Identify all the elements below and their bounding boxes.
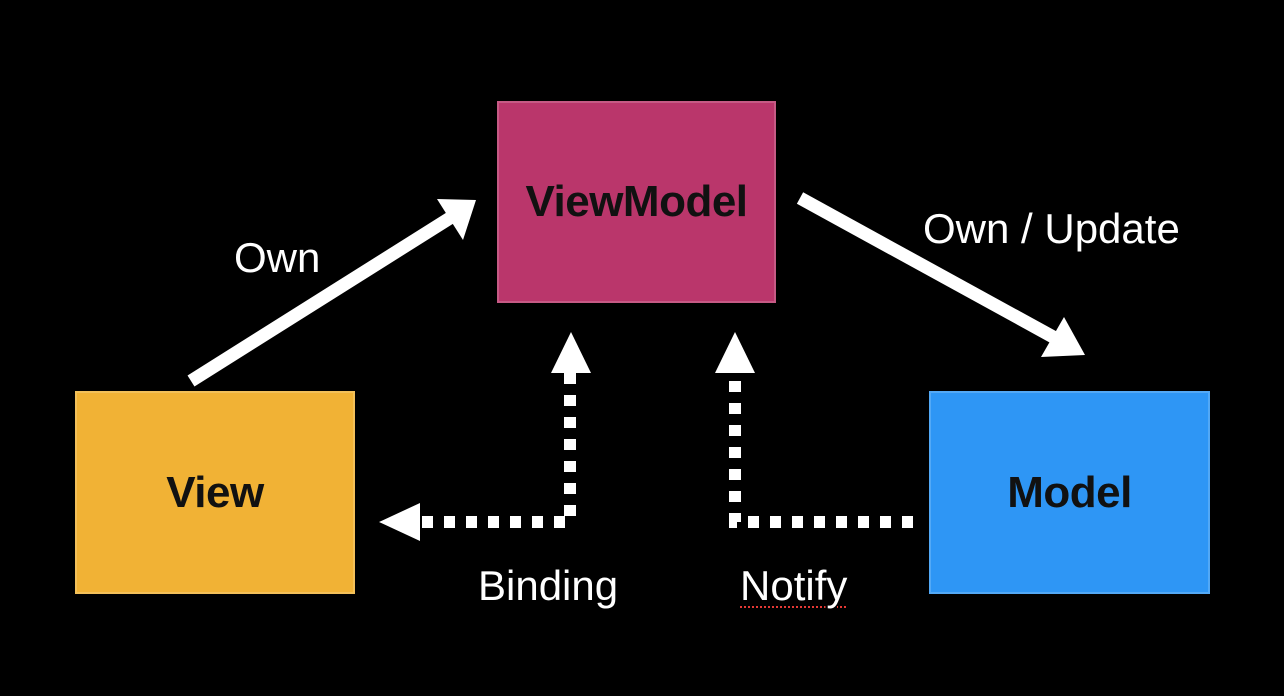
- own-arrow: [187, 199, 476, 387]
- notify-label: Notify: [740, 562, 848, 609]
- binding-arrow: [379, 332, 591, 541]
- own-update-label: Own / Update: [923, 205, 1180, 252]
- view-label: View: [166, 467, 264, 517]
- notify-arrow: [715, 332, 913, 528]
- view-box: View: [75, 391, 355, 594]
- viewmodel-label: ViewModel: [525, 177, 748, 226]
- model-label: Model: [1007, 467, 1132, 517]
- own-update-arrow: [796, 192, 1085, 357]
- viewmodel-box: ViewModel: [497, 101, 776, 303]
- own-label: Own: [234, 234, 321, 281]
- binding-label: Binding: [478, 562, 619, 609]
- model-box: Model: [929, 391, 1210, 594]
